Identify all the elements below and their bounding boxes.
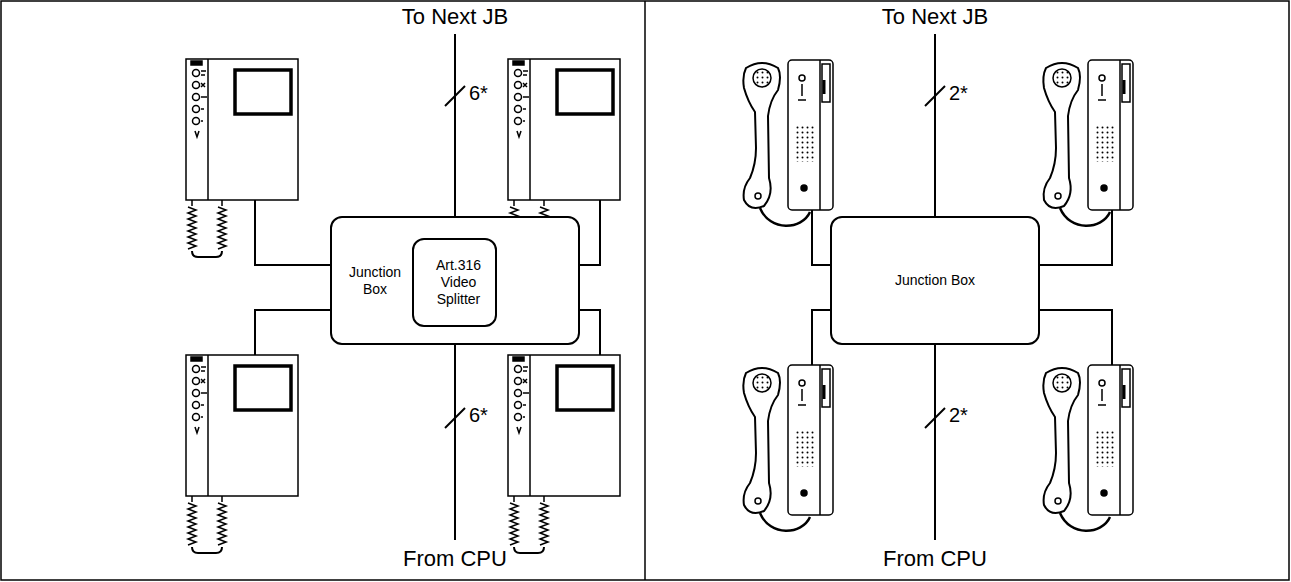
cable-direction: From CPU xyxy=(403,547,507,571)
junction-box: Junction BoxArt.316 Video Splitter xyxy=(330,216,580,345)
audio-handset xyxy=(1043,60,1133,226)
junction-box: Junction Box xyxy=(830,216,1040,345)
audio-handset xyxy=(743,365,833,531)
video-monitor xyxy=(186,355,298,553)
box-label: Junction Box xyxy=(336,264,414,298)
video-monitor xyxy=(508,355,620,553)
box-label: Junction Box xyxy=(895,272,975,289)
wire-count: 2* xyxy=(949,404,968,426)
audio-handset xyxy=(1043,365,1133,531)
audio-handset xyxy=(743,60,833,226)
cable-direction: From CPU xyxy=(883,547,987,571)
text-holder: Junction Box xyxy=(832,218,1038,343)
video-splitter: Art.316 Video Splitter xyxy=(412,238,497,327)
wire-count: 6* xyxy=(469,404,488,426)
text-holder: Junction Box xyxy=(336,218,414,343)
wire-count: 6* xyxy=(469,82,488,104)
cable-direction: To Next JB xyxy=(882,5,988,29)
cable-direction: To Next JB xyxy=(402,5,508,29)
text-holder: Art.316 Video Splitter xyxy=(418,240,499,325)
wire-count: 2* xyxy=(949,82,968,104)
video-monitor xyxy=(186,59,298,257)
box-label: Art.316 Video Splitter xyxy=(418,257,499,307)
panel-divider xyxy=(644,1,646,580)
